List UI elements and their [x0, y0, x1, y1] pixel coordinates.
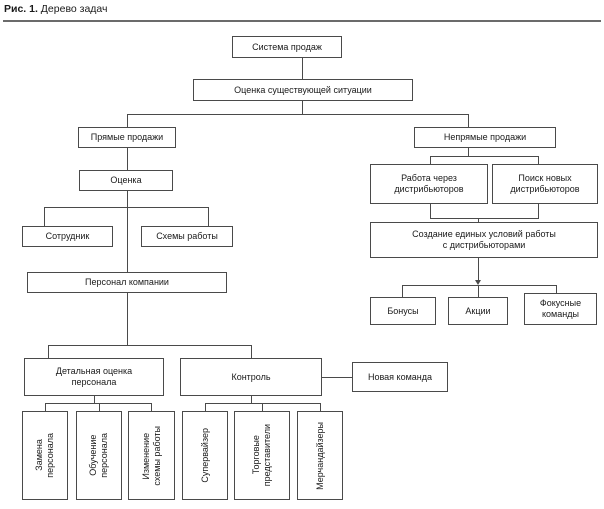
connector-detailed-staff-assessment-stem	[94, 396, 95, 403]
caption-divider	[3, 20, 601, 22]
connector-control-stem	[251, 396, 252, 403]
connector-to-staff-replacement	[45, 403, 46, 411]
node-indirect-sales[interactable]: Непрямые продажи	[414, 127, 556, 148]
node-bonuses[interactable]: Бонусы	[370, 297, 436, 325]
node-employee[interactable]: Сотрудник	[22, 226, 113, 247]
connector-unified-conditions-stem	[478, 258, 479, 280]
connector-to-change-work-scheme	[151, 403, 152, 411]
node-evaluation[interactable]: Оценка	[79, 170, 173, 191]
node-company-staff[interactable]: Персонал компании	[27, 272, 227, 293]
connector-to-direct-sales	[127, 114, 128, 127]
connector-to-bonuses	[402, 285, 403, 297]
connector-evaluation-split-bar	[44, 207, 209, 208]
connector-incentives-split-bar	[402, 285, 557, 286]
connector-distributors-split-bar	[430, 156, 538, 157]
connector-to-focus-teams	[556, 285, 557, 297]
connector-root-to-assessment	[302, 58, 303, 79]
connector-staff-leaves-bar	[45, 403, 152, 404]
connector-to-promotions	[478, 285, 479, 297]
node-merchandisers[interactable]: Мерчандайзеры	[297, 411, 343, 500]
node-assessment-of-current-situation[interactable]: Оценка существующей ситуации	[193, 79, 413, 101]
node-unified-distributor-conditions[interactable]: Создание единых условий работы с дистриб…	[370, 222, 598, 258]
figure-caption-label: Рис. 1.	[4, 3, 38, 15]
connector-direct-sales-to-evaluation	[127, 148, 128, 170]
node-system-of-sales[interactable]: Система продаж	[232, 36, 342, 58]
connector-search-new-distributors-down	[538, 204, 539, 218]
connector-to-control	[251, 345, 252, 358]
connector-to-staff-training	[99, 403, 100, 411]
node-search-new-distributors[interactable]: Поиск новых дистрибьюторов	[492, 164, 598, 204]
node-staff-replacement[interactable]: Замена персонала	[22, 411, 68, 500]
node-work-schemes[interactable]: Схемы работы	[141, 226, 233, 247]
node-supervisor[interactable]: Супервайзер	[182, 411, 228, 500]
connector-to-sales-reps	[262, 403, 263, 411]
arrowhead-icon	[475, 280, 481, 285]
connector-bottom-split-bar	[48, 345, 252, 346]
node-control[interactable]: Контроль	[180, 358, 322, 396]
node-promotions[interactable]: Акции	[448, 297, 508, 325]
connector-merge-to-unified-conditions	[478, 218, 479, 222]
connector-assessment-stem	[302, 101, 303, 114]
connector-to-detailed-staff-assessment	[48, 345, 49, 358]
connector-to-work-schemes	[208, 207, 209, 226]
node-focus-teams[interactable]: Фокусные команды	[524, 293, 597, 325]
figure-caption-text: Дерево задач	[37, 3, 108, 15]
connector-work-via-distributors-down	[430, 204, 431, 218]
node-change-work-scheme[interactable]: Изменение схемы работы	[128, 411, 175, 500]
connector-to-employee	[44, 207, 45, 226]
connector-evaluation-trunk	[127, 191, 128, 272]
connector-indirect-sales-stem	[468, 148, 469, 156]
node-sales-representatives[interactable]: Торговые представители	[234, 411, 290, 500]
node-staff-training[interactable]: Обучение персонала	[76, 411, 122, 500]
connector-level2-split-bar	[127, 114, 469, 115]
connector-company-staff-stem	[127, 293, 128, 345]
connector-distributors-merge-bar	[430, 218, 539, 219]
connector-to-supervisor	[205, 403, 206, 411]
connector-to-merchandisers	[320, 403, 321, 411]
node-detailed-staff-assessment[interactable]: Детальная оценка персонала	[24, 358, 164, 396]
connector-to-work-via-distributors	[430, 156, 431, 164]
connector-to-search-new-distributors	[538, 156, 539, 164]
connector-to-indirect-sales	[468, 114, 469, 127]
node-direct-sales[interactable]: Прямые продажи	[78, 127, 176, 148]
node-work-via-distributors[interactable]: Работа через дистрибьюторов	[370, 164, 488, 204]
figure-caption: Рис. 1. Дерево задач	[4, 2, 108, 16]
connector-control-to-new-team	[322, 377, 352, 378]
node-new-team[interactable]: Новая команда	[352, 362, 448, 392]
